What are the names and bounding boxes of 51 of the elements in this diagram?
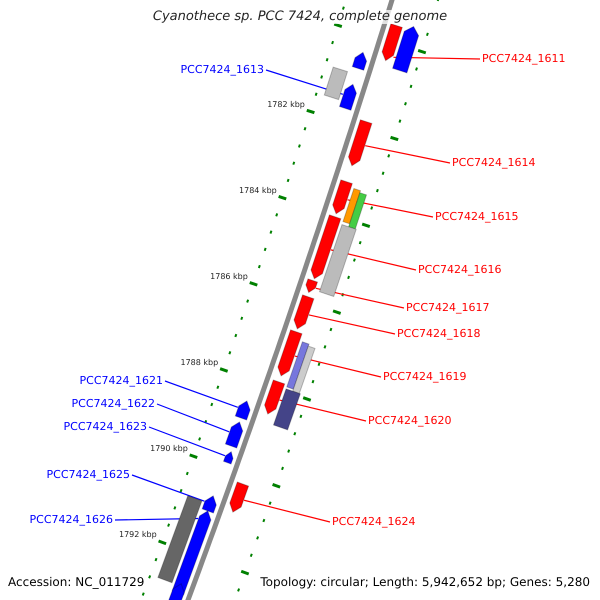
gene-label: PCC7424_1615: [435, 210, 518, 224]
gene-label: PCC7424_1625: [46, 468, 130, 482]
gene-block: [352, 52, 368, 71]
gene-label: PCC7424_1624: [332, 515, 416, 529]
leader-line: [244, 500, 330, 523]
gene-label: PCC7424_1626: [30, 513, 113, 527]
tick-label: 1784 kbp: [239, 184, 277, 197]
gene-block: [318, 224, 357, 298]
gene-block: [229, 481, 250, 513]
gene-block: [234, 400, 251, 421]
gene-label: PCC7424_1616: [418, 263, 502, 277]
footer-text: Accession: NC_011729: [8, 575, 144, 589]
gene-block: [324, 66, 348, 100]
tick-label: 1788 kbp: [180, 357, 218, 370]
gene-block: [293, 294, 315, 330]
gene-label: PCC7424_1617: [406, 301, 490, 315]
gene-block: [310, 214, 342, 280]
gene-label: PCC7424_1618: [397, 327, 480, 341]
diagram-title: Cyanothece sp. PCC 7424, complete genome: [152, 10, 448, 24]
gene-label: PCC7424_1611: [482, 52, 566, 66]
gene-label: PCC7424_1622: [72, 397, 155, 411]
gene-label: PCC7424_1623: [64, 420, 147, 434]
gene-block: [172, 510, 212, 596]
tick-label: 1786 kbp: [210, 270, 248, 283]
gene-label: PCC7424_1620: [368, 414, 452, 428]
leader-line: [148, 426, 226, 456]
leader-line: [308, 314, 396, 335]
gene-block: [348, 192, 368, 230]
gene-block: [382, 23, 403, 62]
gene-block: [338, 84, 357, 111]
gene-label: PCC7424_1613: [180, 63, 264, 77]
gene-block: [392, 26, 420, 74]
leader-line: [365, 145, 450, 164]
gene-block: [272, 388, 301, 431]
gene-block: [277, 329, 303, 377]
gene-block: [264, 379, 286, 415]
leader-line: [132, 474, 205, 502]
tick-label: 1790 kbp: [150, 443, 188, 456]
tick-label: 1782 kbp: [267, 98, 305, 111]
gene-label: PCC7424_1621: [80, 374, 163, 388]
gene-block: [292, 345, 316, 394]
gene-label: PCC7424_1619: [383, 370, 466, 384]
gene-block: [222, 450, 234, 465]
leader-line: [164, 380, 238, 408]
gene-block: [157, 495, 203, 584]
leader-line: [156, 403, 230, 432]
gene-label: PCC7424_1614: [452, 156, 536, 170]
gene-block: [332, 179, 353, 215]
tick-label: 1792 kbp: [118, 529, 157, 542]
gene-block: [348, 119, 373, 166]
footer-text: Topology: circular; Length: 5,942,652 bp; Genes: 5,280: [260, 575, 590, 589]
